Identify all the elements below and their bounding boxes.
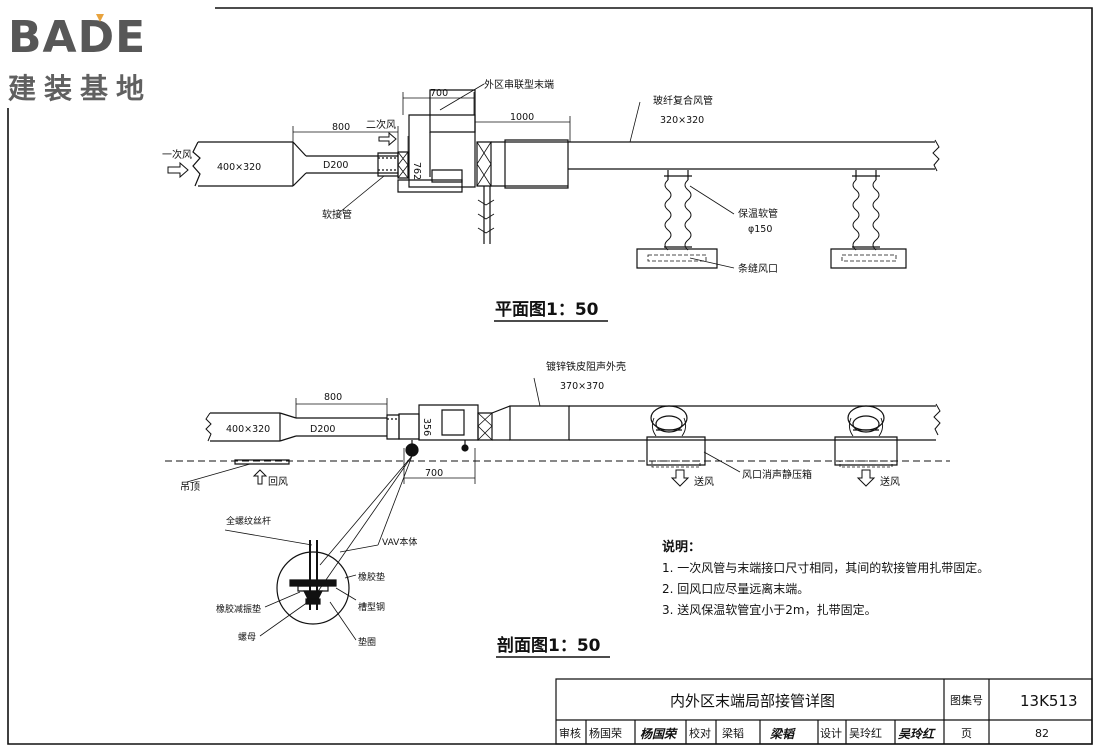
section-ceiling-label: 吊顶: [180, 481, 200, 493]
page-number: 82: [1035, 727, 1049, 740]
section-d200-label: D200: [310, 424, 335, 435]
plan-terminal-label: 外区串联型末端: [484, 78, 554, 91]
plan-dim-1000: 1000: [510, 112, 534, 123]
section-return-air-label: 回风: [268, 476, 288, 488]
drawing-title: 内外区末端局部接管详图: [670, 692, 835, 710]
plan-fiberglass-size: 320×320: [660, 115, 704, 126]
section-dim-800: 800: [324, 392, 342, 403]
title-block: [556, 679, 1092, 744]
plan-slot-diffuser-label: 条缝风口: [738, 262, 778, 275]
section-supply-air-2: 送风: [880, 475, 900, 488]
logo-subtitle-text: 建装基地: [8, 72, 152, 105]
plan-primary-air-label: 一次风: [162, 148, 192, 161]
logo-brand-text: BADE: [8, 12, 146, 63]
plan-view-title: 平面图1：50: [495, 300, 599, 320]
checker-signature: 梁韬: [769, 727, 796, 741]
section-view-title: 剖面图1：50: [497, 635, 601, 656]
section-labels: 400×320 D200 800 700 356 镀锌铁皮阻声外壳 370×37…: [180, 360, 900, 657]
designer-name: 吴玲红: [849, 727, 882, 740]
plan-insulated-hose-1: [637, 170, 717, 268]
section-view: [165, 378, 950, 600]
page-label: 页: [961, 727, 972, 740]
plan-hose-dia: φ150: [748, 224, 772, 235]
note-item-2: 2. 回风口应尽量远离末端。: [662, 581, 809, 596]
detail-vav-body-label: VAV本体: [382, 536, 417, 548]
plan-insulated-hose-2: [831, 170, 906, 268]
plan-flex-connector-label: 软接管: [322, 208, 352, 221]
plan-insul-hose-label: 保温软管: [738, 207, 778, 220]
detail-nut-label: 螺母: [238, 632, 256, 643]
plan-view: [168, 84, 939, 268]
review-label: 审核: [559, 726, 581, 740]
section-dim-700: 700: [425, 468, 443, 479]
detail-washer-label: 垫圈: [358, 636, 376, 648]
plan-dim-762: 762: [411, 162, 422, 180]
plan-fiberglass-duct-label: 玻纤复合风管: [653, 94, 713, 107]
section-plenum-2: [835, 406, 897, 467]
section-duct-in-size: 400×320: [226, 424, 270, 435]
atlas-label: 图集号: [950, 693, 983, 707]
detail-channel-steel-label: 槽型钢: [358, 601, 385, 613]
atlas-number: 13K513: [1020, 692, 1078, 710]
section-galv-duct-label: 镀锌铁皮阻声外壳: [546, 360, 626, 373]
notes-heading: 说明：: [662, 539, 701, 555]
reviewer-name: 杨国荣: [589, 726, 622, 740]
logo-accent-icon: [96, 14, 104, 22]
plan-d200-label: D200: [323, 160, 348, 171]
detail-rubber-damper-label: 橡胶减振垫: [216, 603, 261, 615]
note-item-1: 1. 一次风管与末端接口尺寸相同，其间的软接管用扎带固定。: [662, 560, 989, 575]
design-label: 设计: [820, 727, 842, 740]
detail-threaded-rod-label: 全螺纹丝杆: [226, 515, 271, 527]
plan-secondary-air-label: 二次风: [366, 118, 396, 131]
check-label: 校对: [689, 726, 711, 740]
section-plenum-label: 风口消声静压箱: [742, 468, 812, 481]
section-galv-size: 370×370: [560, 381, 604, 392]
section-supply-air-1: 送风: [694, 475, 714, 488]
plan-duct-in-size: 400×320: [217, 162, 261, 173]
hanger-detail: [225, 456, 412, 640]
reviewer-signature: 杨国荣: [640, 727, 678, 741]
designer-signature: 吴玲红: [898, 727, 936, 741]
brand-logo: BADE 建装基地: [0, 0, 215, 108]
detail-rubber-pad-label: 橡胶垫: [358, 571, 385, 583]
checker-name: 梁韬: [722, 726, 744, 740]
plan-dim-700: 700: [430, 88, 448, 99]
section-plenum-1: [647, 406, 705, 467]
title-block-text: 内外区末端局部接管详图 图集号 13K513 页 82 审核 杨国荣 杨国荣 校…: [559, 692, 1078, 741]
notes-block: 说明： 1. 一次风管与末端接口尺寸相同，其间的软接管用扎带固定。 2. 回风口…: [662, 539, 989, 617]
plan-dim-800: 800: [332, 122, 350, 133]
section-dim-356: 356: [421, 418, 432, 436]
plan-labels: 一次风 400×320 D200 800 二次风 700 1000 762 外区…: [162, 78, 778, 321]
sheet-border: [8, 8, 1092, 744]
note-item-3: 3. 送风保温软管宜小于2m，扎带固定。: [662, 602, 877, 617]
